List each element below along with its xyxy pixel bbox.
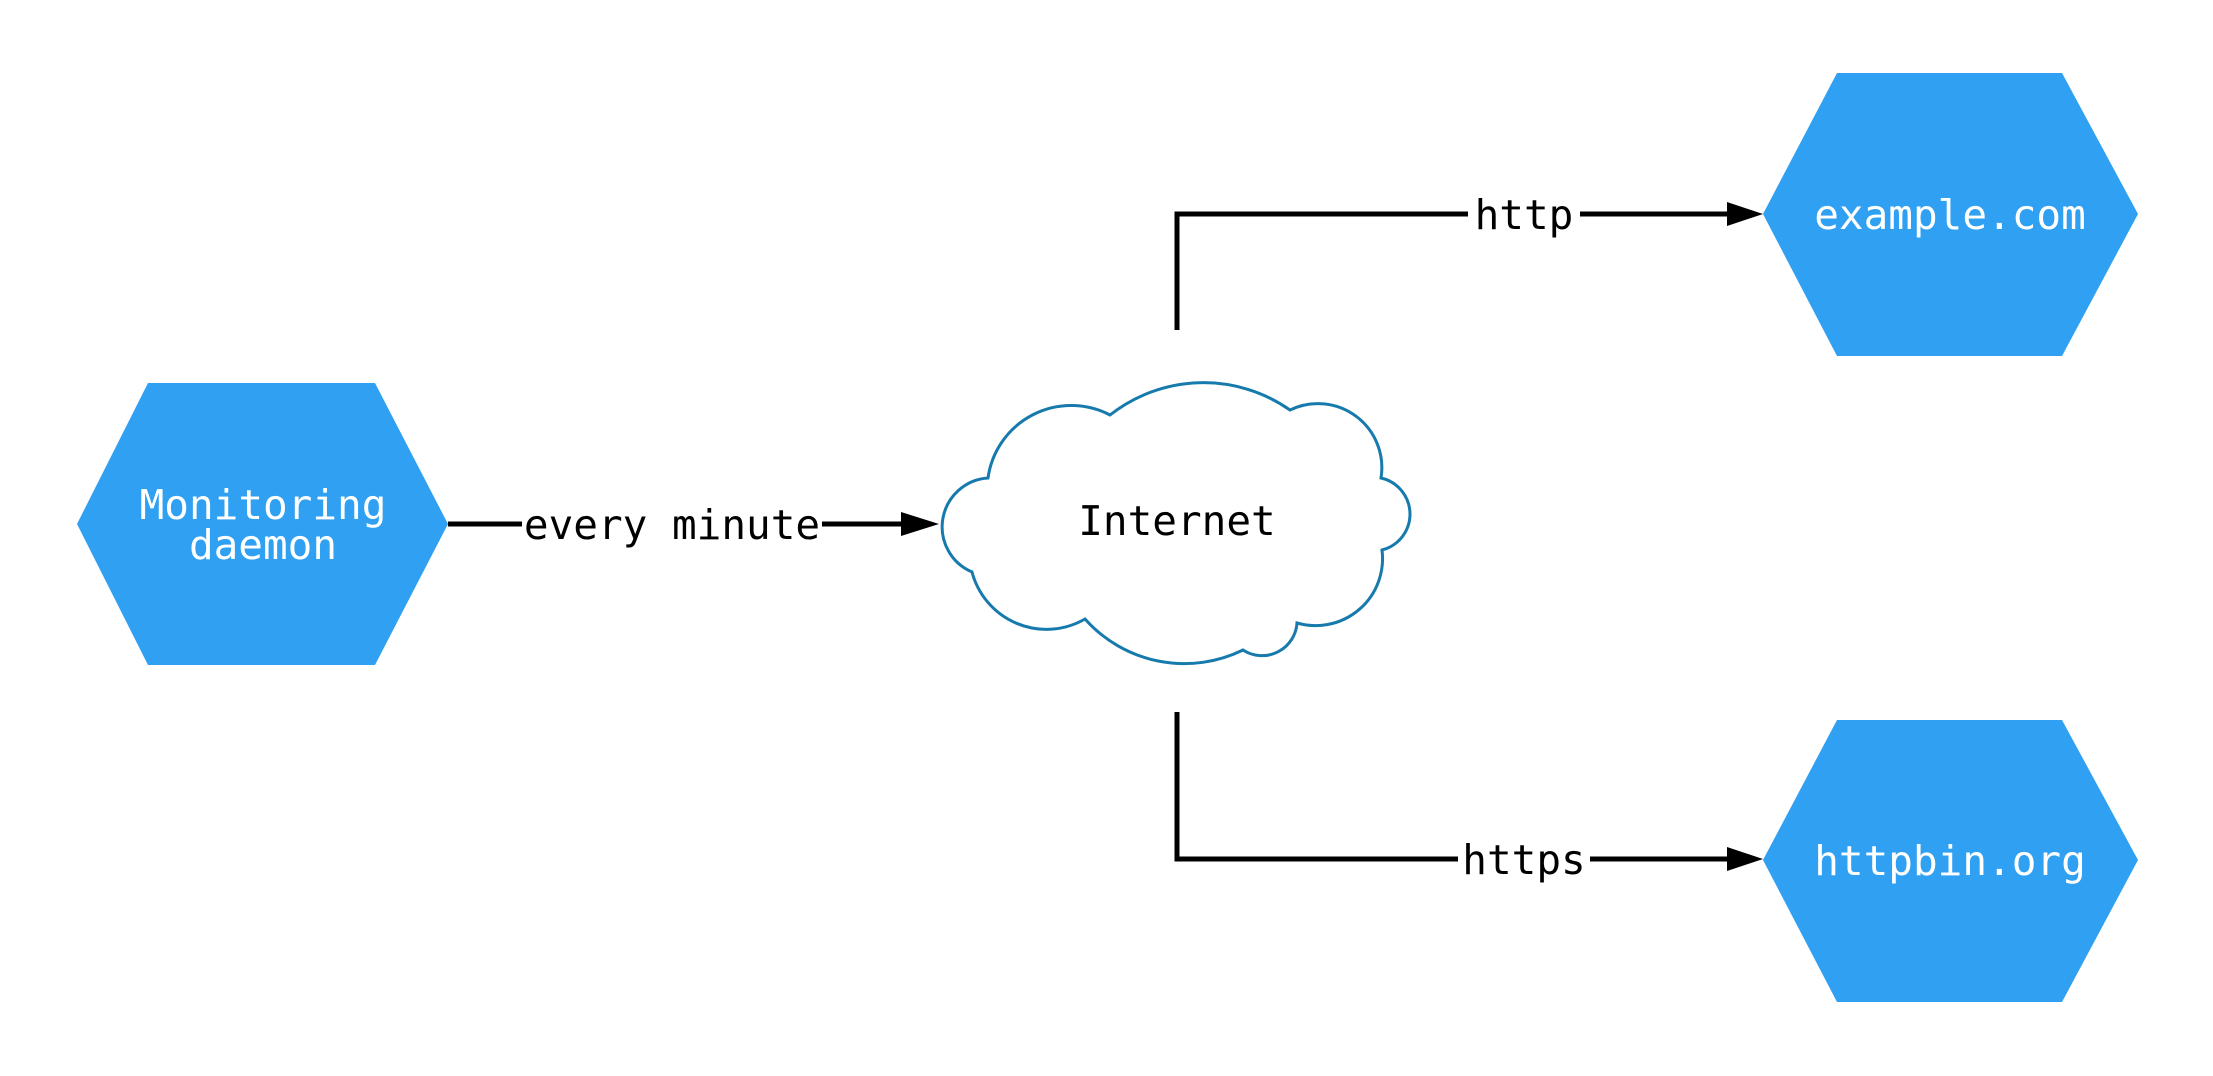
edge-label-https: https <box>1462 836 1585 884</box>
arrowhead-into-internet <box>901 512 939 536</box>
monitoring-daemon-label-line-2: daemon <box>189 521 337 569</box>
example-com-hexagon <box>1763 73 2138 356</box>
edge-monitoring-daemon-to-internet: every minute <box>448 501 939 549</box>
internet-cloud <box>940 381 1412 666</box>
edge-https-elbow <box>1174 712 1458 862</box>
httpbin-org-hexagon <box>1763 720 2138 1002</box>
arrowhead-into-example-com <box>1727 202 1763 226</box>
edge-internet-to-httpbin-org: https <box>1174 712 1763 884</box>
node-internet: Internet <box>940 381 1412 666</box>
node-httpbin-org: httpbin.org <box>1763 720 2138 1002</box>
internet-label: Internet <box>1078 497 1275 545</box>
monitoring-daemon-hexagon <box>77 383 448 665</box>
node-example-com: example.com <box>1763 73 2138 356</box>
edge-http-elbow <box>1174 211 1468 330</box>
edge-label-http: http <box>1475 191 1574 239</box>
example-com-label: example.com <box>1814 191 2086 239</box>
node-monitoring-daemon: Monitoring daemon <box>77 383 448 665</box>
edge-label-every-minute: every minute <box>524 501 820 549</box>
arrowhead-into-httpbin-org <box>1727 847 1763 871</box>
edge-internet-to-example-com: http <box>1174 191 1763 330</box>
httpbin-org-label: httpbin.org <box>1814 837 2086 885</box>
monitoring-daemon-label-line-1: Monitoring <box>140 481 387 529</box>
